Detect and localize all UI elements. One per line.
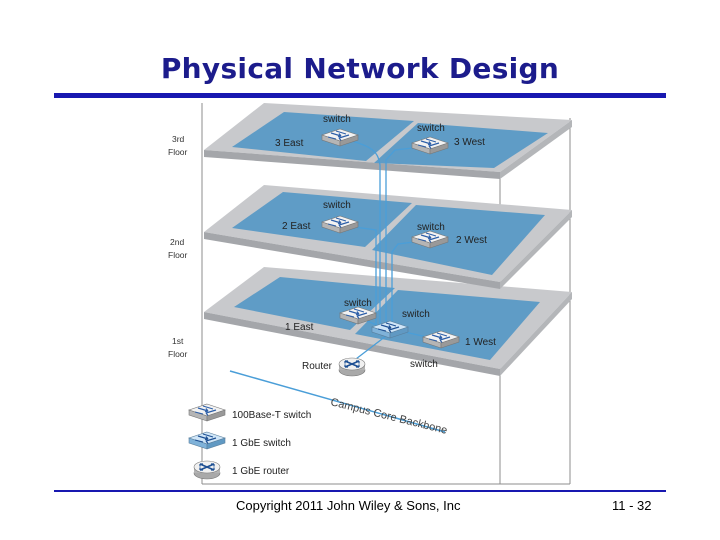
copyright-text: Copyright 2011 John Wiley & Sons, Inc	[236, 498, 461, 513]
floor-2-label-line2: Floor	[168, 250, 188, 260]
zone-3-west	[374, 123, 548, 168]
page-number: 11 - 32	[612, 498, 652, 513]
gbe-switch-core-label: switch	[402, 309, 430, 320]
zone-1-east-label: 1 East	[285, 322, 314, 333]
switch-1-west-label: switch	[410, 359, 438, 370]
legend-gbe-switch-label: 1 GbE switch	[232, 438, 291, 449]
legend-100base-t-switch-icon	[188, 403, 226, 422]
router-icon	[338, 357, 366, 377]
zone-2-west-label: 2 West	[456, 235, 487, 246]
floor-2-label-line1: 2nd	[170, 237, 184, 247]
floor-3-label-line2: Floor	[168, 147, 188, 157]
campus-backbone-line	[229, 370, 446, 433]
legend: 100Base-T switch 1 GbE switch 1 GbE rout…	[188, 403, 311, 480]
floor-3-plate	[204, 103, 572, 179]
legend-gbe-router-icon	[193, 460, 221, 480]
floor-1-label-line1: 1st	[172, 336, 184, 346]
floor-1-plate	[204, 267, 572, 376]
zone-2-east-label: 2 East	[282, 221, 311, 232]
title-underline	[54, 93, 666, 98]
backbone-label: Campus Core Backbone	[329, 396, 448, 437]
legend-100base-t-switch-label: 100Base-T switch	[232, 410, 311, 421]
zone-3-west-label: 3 West	[454, 137, 485, 148]
switch-3-east-label: switch	[323, 114, 351, 125]
switch-1-east-label: switch	[344, 298, 372, 309]
zone-2-west	[372, 205, 545, 275]
legend-gbe-switch-icon	[188, 431, 226, 450]
zone-3-east-label: 3 East	[275, 138, 304, 149]
footer-rule	[54, 490, 666, 492]
router-label: Router	[302, 361, 333, 372]
slide-title: Physical Network Design	[160, 52, 560, 85]
switch-2-west-label: switch	[417, 222, 445, 233]
floor-3-label-line1: 3rd	[172, 134, 185, 144]
floor-1-label-line2: Floor	[168, 349, 188, 359]
switch-2-east-label: switch	[323, 200, 351, 211]
zone-2-east	[232, 192, 412, 247]
zone-1-west	[355, 290, 540, 360]
floor-2-plate	[204, 185, 572, 289]
legend-gbe-router-label: 1 GbE router	[232, 466, 290, 477]
zone-1-west-label: 1 West	[465, 337, 496, 348]
switch-3-west-label: switch	[417, 123, 445, 134]
